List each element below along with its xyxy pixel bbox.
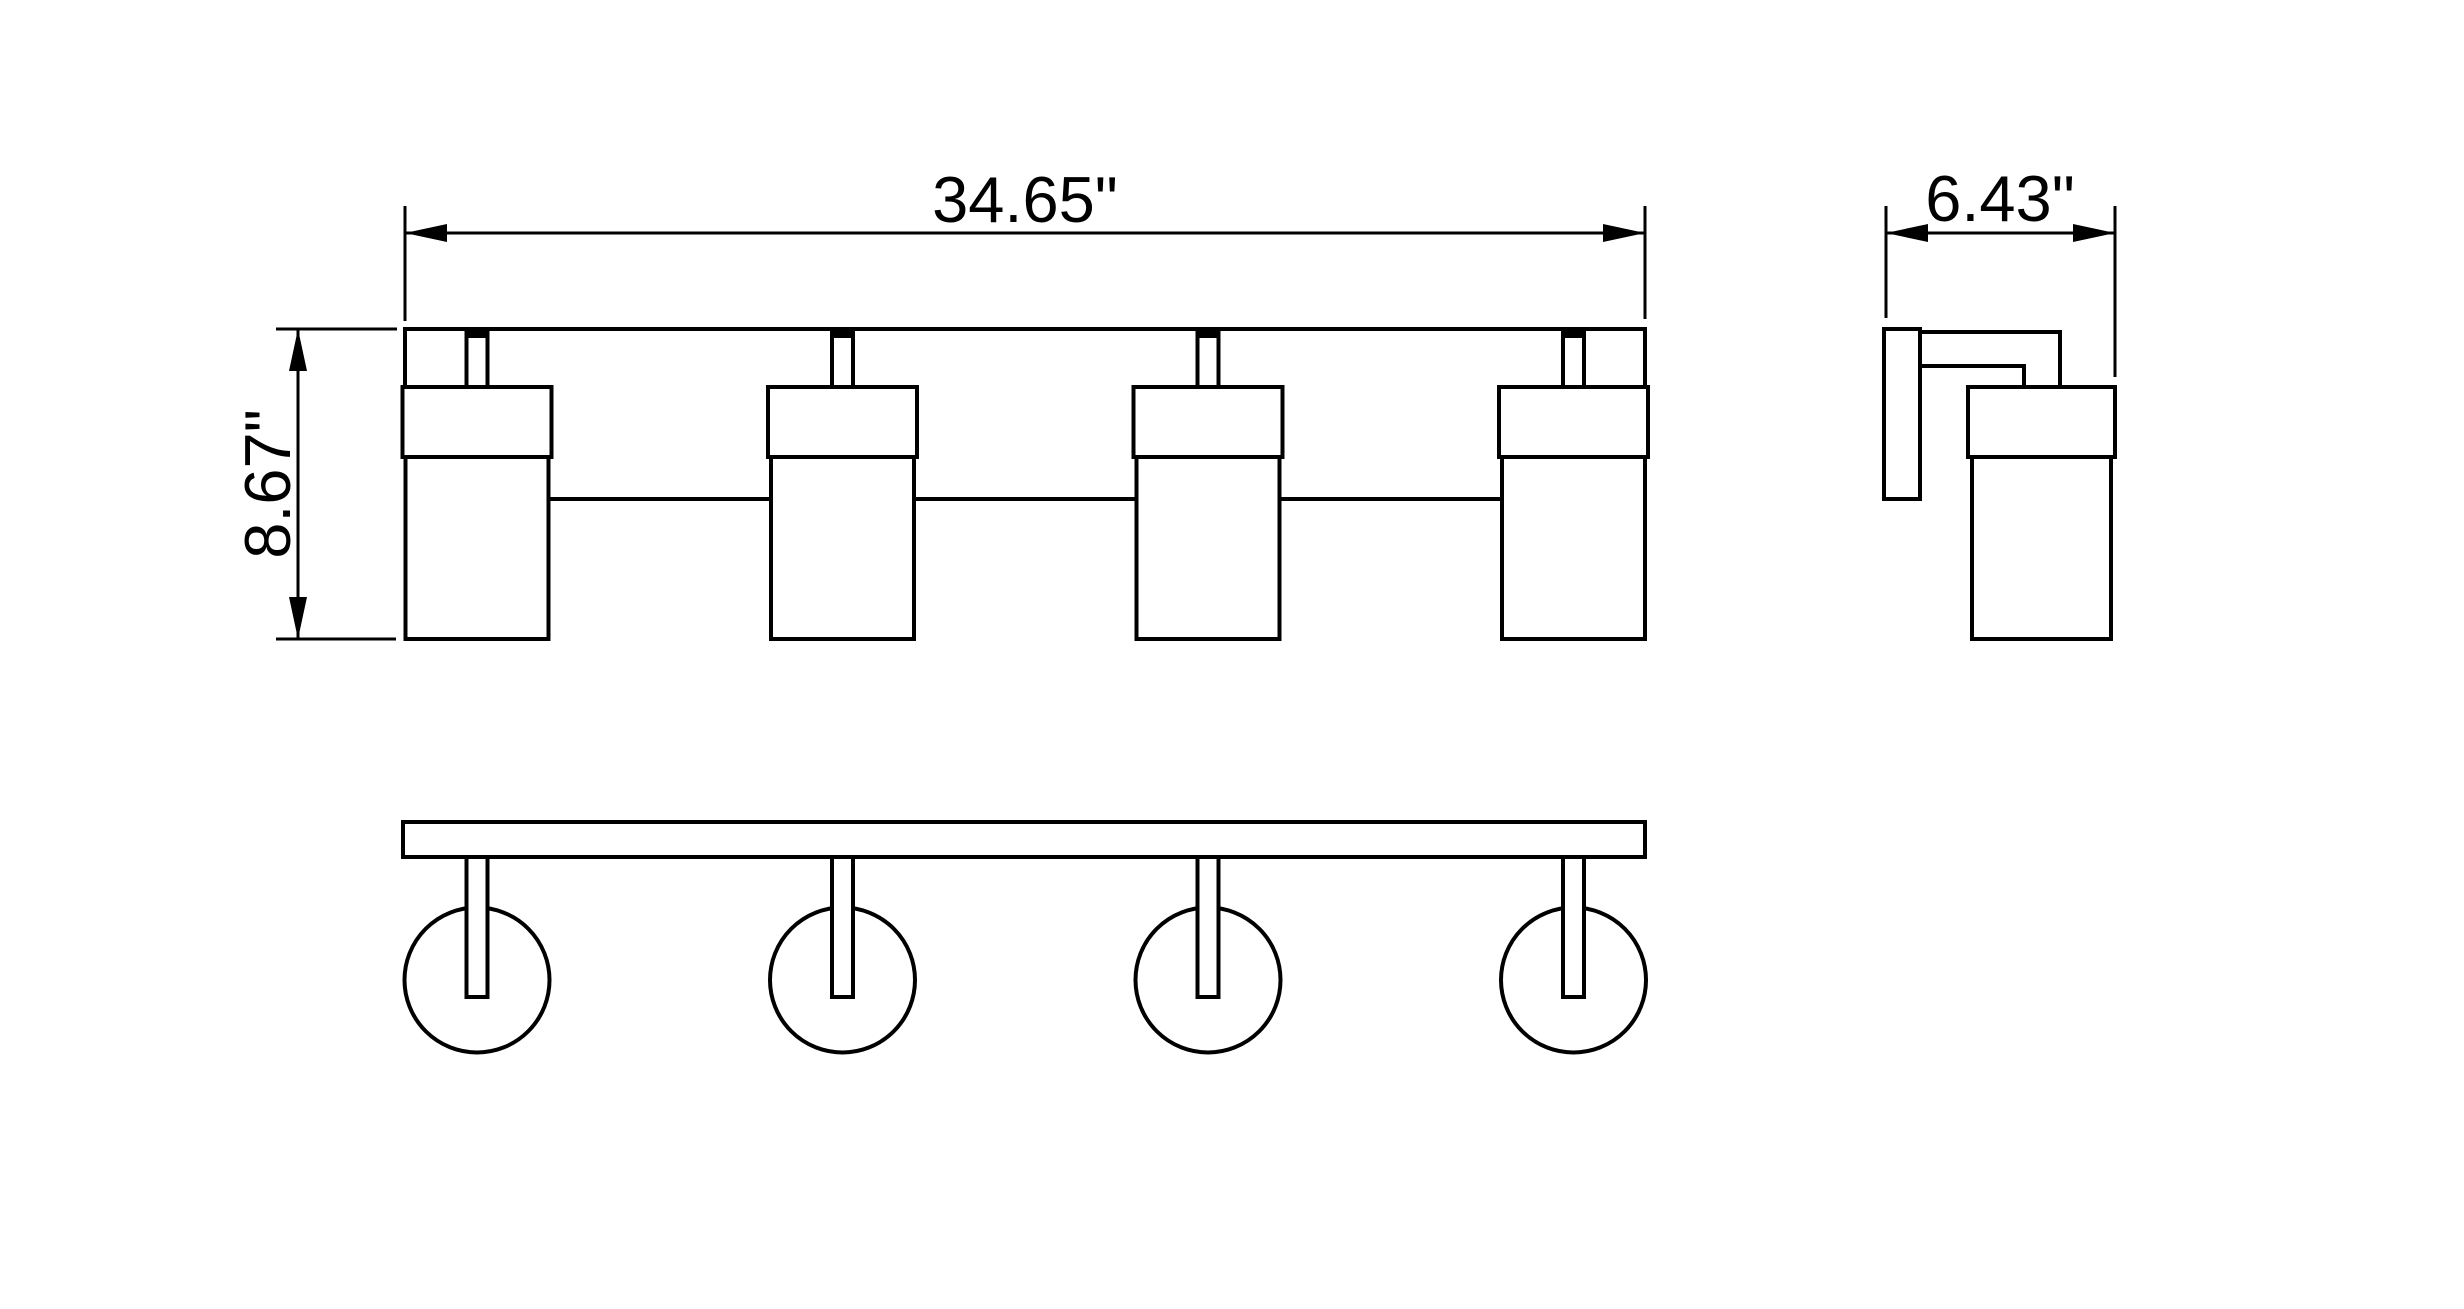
- light-2: [766, 327, 919, 641]
- light-1-glass-shade: [403, 455, 551, 641]
- light-4: [1497, 327, 1650, 641]
- arrowhead-right-icon: [2073, 224, 2115, 242]
- side-socket-cap: [1966, 385, 2117, 459]
- light-3: [1131, 327, 1285, 641]
- arrowhead-left-icon: [405, 224, 447, 242]
- light-4-glass-shade: [1500, 455, 1647, 641]
- width-dimension-label: 34.65": [932, 163, 1118, 236]
- side-glass-shade: [1970, 455, 2113, 641]
- bottom-stem-4: [1561, 855, 1586, 999]
- light-1-stem-joint: [466, 329, 488, 338]
- height-dimension-label: 8.67": [231, 409, 304, 559]
- bottom-view: [401, 820, 1648, 1055]
- bottom-stem-1: [464, 855, 490, 999]
- support-arm-inner-edge: [1920, 364, 2026, 387]
- side-view: 6.43": [1882, 162, 2117, 641]
- bottom-stem-3: [1195, 855, 1221, 999]
- light-3-glass-shade: [1134, 455, 1282, 641]
- bottom-mounting-bar: [401, 820, 1647, 859]
- width-dimension: 34.65": [403, 163, 1647, 321]
- light-2-socket-cap: [766, 385, 919, 459]
- bottom-stem-2: [830, 855, 855, 999]
- light-2-stem-joint: [832, 329, 853, 338]
- depth-dimension-label: 6.43": [1925, 162, 2075, 235]
- light-4-socket-cap: [1497, 385, 1650, 459]
- light-1-socket-cap: [400, 385, 554, 459]
- arrowhead-left-icon: [1886, 224, 1928, 242]
- depth-dimension: 6.43": [1884, 162, 2117, 377]
- light-3-socket-cap: [1131, 385, 1285, 459]
- height-dimension: 8.67": [231, 327, 397, 641]
- light-4-stem-joint: [1563, 329, 1584, 338]
- arrowhead-up-icon: [289, 329, 307, 371]
- wall-mount-plate: [1882, 327, 1922, 501]
- front-view: 34.65" 8.67": [231, 163, 1650, 641]
- arrowhead-down-icon: [289, 597, 307, 639]
- mounting-rail: [403, 327, 1647, 501]
- light-3-stem-joint: [1197, 329, 1219, 338]
- arrowhead-right-icon: [1603, 224, 1645, 242]
- light-2-glass-shade: [769, 455, 916, 641]
- support-arm-outer-edge: [1920, 330, 2062, 387]
- rail-top-edge: [403, 327, 1647, 387]
- light-1: [400, 327, 554, 641]
